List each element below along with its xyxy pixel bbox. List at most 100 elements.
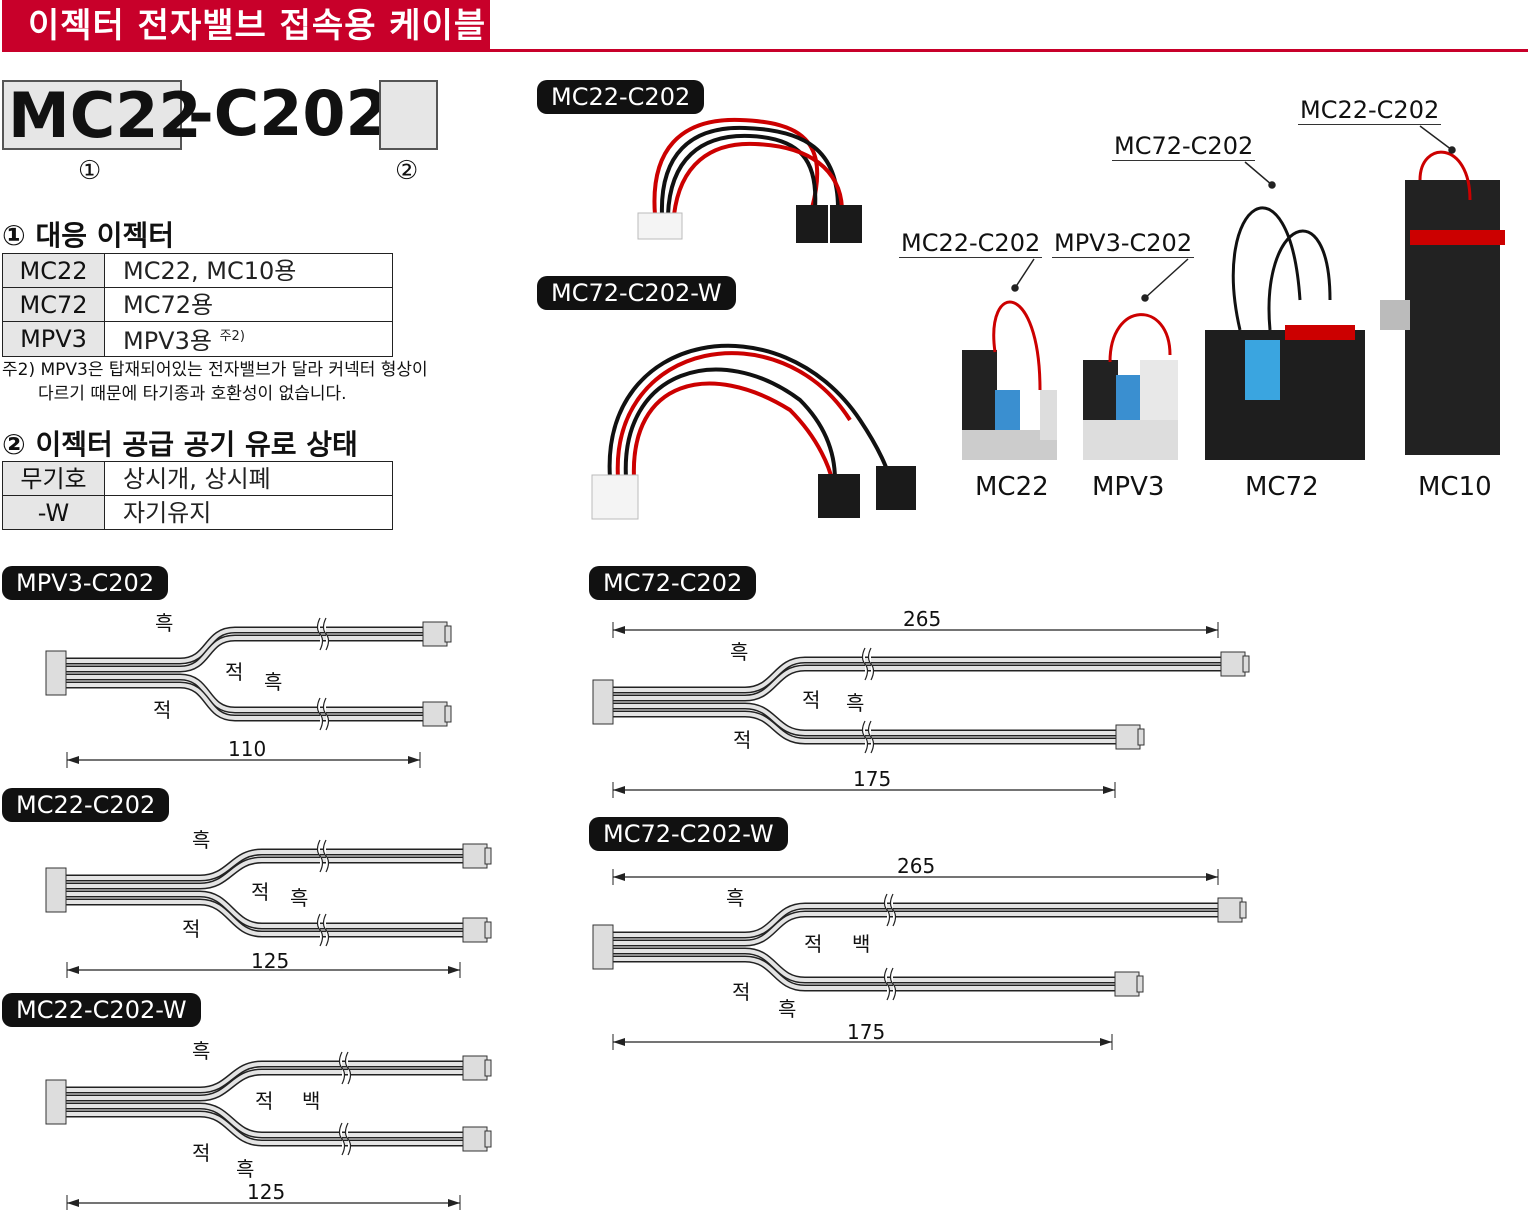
code-part-ejector: MC22 <box>2 80 201 150</box>
break-mark <box>338 1122 352 1156</box>
cell-value: 상시개, 상시폐 <box>104 461 393 496</box>
callout: MC72-C202 <box>1112 132 1256 161</box>
product-label: MPV3 <box>1092 472 1165 502</box>
dimension-label: 125 <box>251 949 290 973</box>
title-divider <box>2 49 1528 52</box>
marker-1: ① <box>78 156 102 186</box>
product-mc72 <box>1205 206 1365 460</box>
wire-label: 백 <box>302 1089 321 1113</box>
connector <box>1220 651 1246 677</box>
dimension-label: 125 <box>247 1180 286 1204</box>
dimension-label: 265 <box>897 854 936 878</box>
wire-label: 적 <box>732 980 751 1004</box>
wire <box>50 848 485 882</box>
note-line-2: 다르기 때문에 타기종과 호환성이 없습니다. <box>38 384 347 404</box>
diagram-badge: MPV3-C202 <box>2 566 169 600</box>
page-title: 이젝터 전자밸브 접속용 케이블 <box>2 0 490 52</box>
note-line-1: 주2) MPV3은 탑재되어있는 전자밸브가 달라 커넥터 형상이 <box>2 360 428 380</box>
wire-label: 적 <box>225 660 244 684</box>
connector <box>45 650 67 696</box>
diagram-badge: MC72-C202-W <box>589 817 788 851</box>
cable-diagram <box>45 839 492 978</box>
callout: MC22-C202 <box>899 229 1043 258</box>
connector <box>422 621 448 647</box>
break-mark <box>338 1051 352 1085</box>
cable-diagram <box>45 1051 492 1210</box>
photo-badge-mc22: MC22-C202 <box>537 80 705 114</box>
wire-label: 백 <box>852 932 871 956</box>
code-part-option <box>379 80 438 150</box>
connector <box>592 679 614 725</box>
wire-label: 흑 <box>730 640 749 664</box>
connector <box>1114 971 1140 997</box>
connector <box>1217 897 1243 923</box>
cell-value: MC22, MC10용 <box>104 253 393 288</box>
connector-black <box>830 205 862 243</box>
connector <box>45 867 67 913</box>
wire-label: 적 <box>733 728 752 752</box>
wire-label: 흑 <box>192 828 211 852</box>
wire <box>50 1110 485 1147</box>
break-mark <box>316 913 330 947</box>
wire-label: 적 <box>255 1089 274 1113</box>
photo-badge-mc72w: MC72-C202-W <box>537 276 736 310</box>
wire-label: 흑 <box>236 1157 255 1181</box>
break-mark <box>861 647 875 681</box>
connector <box>592 924 614 970</box>
wire <box>597 955 1137 992</box>
cell-key: 무기호 <box>2 461 105 496</box>
diagram-badge: MC72-C202 <box>589 566 757 600</box>
cable-photo-mc72w <box>607 343 892 481</box>
cell-key: -W <box>2 495 105 530</box>
product-label: MC72 <box>1245 472 1319 502</box>
wire-label: 흑 <box>726 886 745 910</box>
wire-label: 적 <box>153 698 172 722</box>
break-mark <box>883 893 897 927</box>
product-mpv3 <box>1083 313 1178 460</box>
connector <box>462 843 488 869</box>
section1-heading: ① 대응 이젝터 <box>2 219 175 252</box>
connector <box>1115 724 1141 750</box>
wire-label: 흑 <box>155 611 174 635</box>
callout: MPV3-C202 <box>1052 229 1195 258</box>
wire-label: 적 <box>802 688 821 712</box>
wire-label: 적 <box>804 932 823 956</box>
connector <box>462 917 488 943</box>
wire <box>597 902 1240 939</box>
diagram-badge: MC22-C202 <box>2 788 170 822</box>
section2-heading: ② 이젝터 공급 공기 유로 상태 <box>2 428 358 461</box>
wire-label: 흑 <box>290 886 309 910</box>
cell-key: MC22 <box>2 253 105 288</box>
dimension-label: 175 <box>853 767 892 791</box>
cell-key: MPV3 <box>2 321 105 357</box>
wire-label: 적 <box>182 917 201 941</box>
connector-black <box>796 205 828 243</box>
break-mark <box>316 697 330 731</box>
break-mark <box>316 839 330 873</box>
cable-diagram <box>592 622 1250 798</box>
cable-diagram <box>45 617 452 768</box>
code-part-cable: -C202 <box>188 77 389 150</box>
cell-value: MPV3용 <box>123 327 212 355</box>
wire <box>597 910 1240 947</box>
wire-label: 적 <box>192 1141 211 1165</box>
dimension-label: 265 <box>903 607 942 631</box>
dimension-label: 110 <box>228 737 267 761</box>
product-mc22 <box>962 300 1057 460</box>
connector <box>45 1079 67 1125</box>
product-label: MC22 <box>975 472 1049 502</box>
wire <box>597 702 1138 737</box>
connector-white <box>637 212 683 240</box>
connector <box>422 701 448 727</box>
wire-label: 적 <box>251 880 270 904</box>
break-mark <box>883 967 897 1001</box>
wire-label: 흑 <box>778 997 797 1021</box>
connector <box>462 1126 488 1152</box>
diagram-badge: MC22-C202-W <box>2 993 201 1027</box>
